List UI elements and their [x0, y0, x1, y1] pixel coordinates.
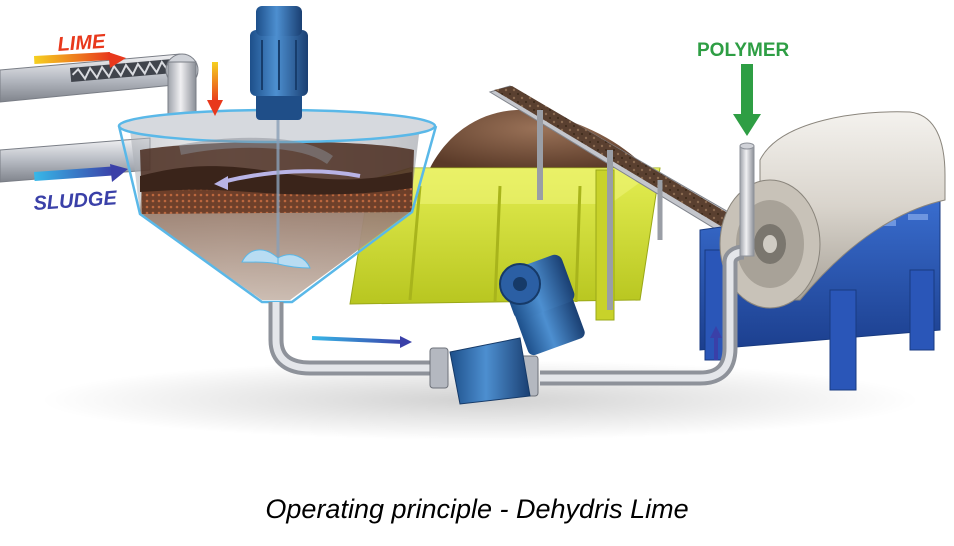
figure-caption: Operating principle - Dehydris Lime	[265, 494, 689, 524]
lime-drop-arrow	[207, 62, 223, 116]
lime-arrow	[34, 52, 126, 68]
polymer-arrow	[733, 64, 761, 136]
sludge-pump	[429, 254, 585, 405]
sludge-arrow	[33, 164, 128, 182]
belt-conveyor	[488, 85, 771, 310]
sludge-label: SLUDGE	[33, 187, 118, 215]
lime-label: LIME	[57, 31, 107, 56]
agitator-motor	[250, 6, 308, 120]
mixing-tank	[117, 108, 438, 304]
process-diagram: LIME SLUDGE POLYMER	[0, 6, 946, 440]
lime-screw-conveyor	[0, 53, 199, 121]
process-pipework	[268, 142, 755, 386]
polymer-label: POLYMER	[697, 40, 789, 61]
